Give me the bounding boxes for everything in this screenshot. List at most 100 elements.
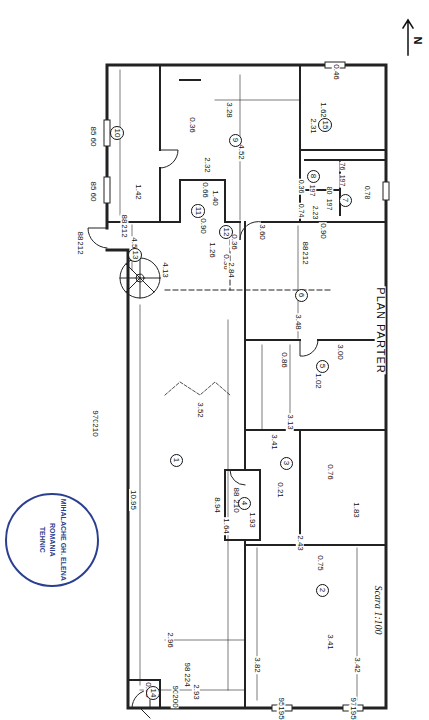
callout-number: 13 [131,251,139,260]
callout-number: 1 [172,458,180,462]
dimension-text: 200 [171,693,179,708]
dimension-text: 2.96 [166,631,174,649]
dimension-text: 0.86 [280,351,288,369]
dimension-text: 0.76 [326,463,334,481]
north-label: N [412,35,423,45]
dimension-text: 0.66 [201,181,209,199]
room-number: 1 [170,454,183,467]
dimension-text: 0.36 [188,116,196,134]
north-arrow [403,20,413,55]
callout-number: 4 [240,501,248,505]
dimension-text: 60 [89,137,97,148]
dimension-text: 210 [91,422,99,437]
callout-number: 2 [318,588,326,592]
room-number: 6 [295,289,308,302]
room-number: 2 [316,584,329,597]
dimension-text: 85 [89,181,97,192]
dimension-text: 212 [301,250,309,265]
dimension-text: 3.52 [196,401,204,419]
dimension-text: 0.75 [316,554,324,572]
plan-title: PLAN PARTER [375,286,386,374]
dimension-text: 0.78 [365,184,372,200]
dimension-text: 2.31 [309,117,317,135]
dimension-text: 3.48 [294,313,302,331]
room-number: 7 [339,194,352,207]
callout-number: 11 [194,207,202,215]
dimension-text: 3.41 [326,633,334,651]
dimension-text: 1.40 [211,189,219,207]
callout-number: 6 [297,293,305,297]
dimension-text: 224 [183,672,191,687]
callout-number: 10 [113,129,121,138]
dimension-text: 2.43 [296,534,304,552]
dimension-text: 1.64 [222,517,230,535]
door-swing [88,150,318,718]
dimension-text: 2.84 [227,261,235,279]
dimension-text: 197 [327,197,334,211]
interior-wall [107,65,386,708]
callout-number: 7 [341,198,349,202]
dimension-text: 1.93 [248,511,256,529]
dimension-text: 76 [339,161,346,171]
dimension-text: 8.94 [213,496,221,514]
dimension-text: 0.90 [199,217,207,235]
dimension-text: 0.90 [319,222,327,240]
dimension-text: 3.28 [225,101,233,119]
dimension-text: 60 [89,192,97,203]
dimension-text: 10.95 [129,489,137,511]
callout-number: 3 [282,461,290,465]
exterior-wall [107,65,386,708]
dimension-text: 88 [232,487,240,498]
dimension-text: 3.82 [253,656,261,674]
dimension-text: 3.13 [286,413,294,431]
dimension-text: 2.93 [192,683,200,701]
room-number: 10 [110,126,124,140]
hidden-line [165,240,330,290]
callout-number: 15 [321,121,329,130]
dimension-text: 1.83 [352,501,360,519]
dimension-text: 197 [310,183,317,197]
stamp-text: ROMANIA [47,523,58,556]
dimension-text: 2.23 [313,204,320,220]
dimension-text: 3.42 [353,656,361,674]
dimension-text: 2.32 [203,156,211,174]
dimension-text: 85 [89,126,97,137]
dimension-text: 212 [120,223,128,238]
dimension-line [120,70,357,700]
room-number: 8 [307,170,320,183]
scale-note: Scara 1:100 [373,584,383,635]
room-number: 9 [229,134,242,147]
dimension-text: 0.46 [332,63,340,81]
window [104,62,389,711]
callout-number: 14 [149,689,157,698]
callout-number: 8 [309,174,317,178]
dimension-text: 195 [277,705,285,720]
stamp-circle: MIHALACHE GH. ELENAROMANIATEHNIC [5,493,99,587]
room-number: 13 [128,248,142,262]
dimension-text: 1.42 [134,183,142,201]
stamp-text: MIHALACHE GH. ELENA [57,499,68,581]
room-number: 3 [280,457,293,470]
dimension-text: 80 [326,185,333,195]
dimension-text: 197 [340,173,347,187]
dimension-text: 0.36 [299,178,306,194]
dimension-text: 98 [183,662,191,673]
dimension-text: 3.00 [336,343,344,361]
room-number: 14 [146,686,160,700]
callout-number: 12 [222,228,230,237]
hidden-line [165,382,230,395]
dimension-text: 212 [76,240,84,255]
room-number: 11 [191,204,204,217]
dimension-text: 4.13 [161,261,169,279]
room-number: 5 [316,360,329,373]
dimension-text: 1.62 [319,101,327,119]
dimension-text: 1.02 [314,372,322,390]
dimension-text: 195 [349,705,357,720]
dimension-text: 1.26 [208,241,216,259]
dimension-text: 3.60 [258,223,266,241]
dimension-text: 0.21 [276,481,284,499]
stamp-text: TEHNIC [36,527,47,553]
callout-number: 9 [231,138,239,142]
spiral-stair [120,258,160,298]
